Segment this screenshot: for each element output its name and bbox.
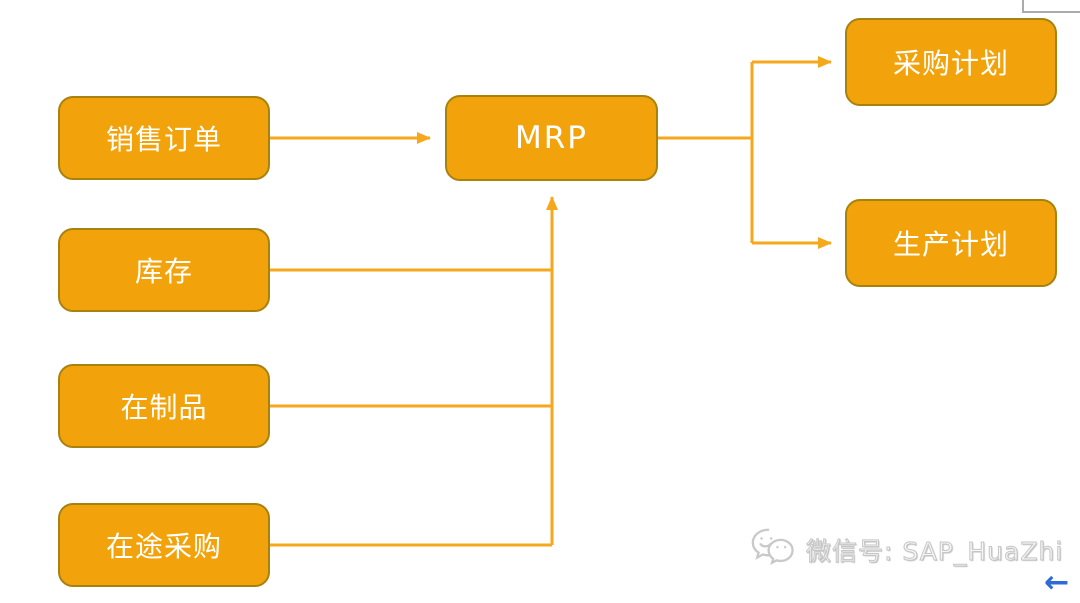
node-sales-order: 销售订单 (58, 96, 270, 180)
node-wip-label: 在制品 (120, 391, 208, 424)
node-wip: 在制品 (58, 364, 270, 448)
node-mrp-label: MRP (515, 120, 588, 156)
node-production-plan-label: 生产计划 (892, 228, 1009, 261)
node-mrp: MRP (445, 95, 658, 181)
frame-corner (1022, 0, 1080, 13)
node-inventory: 库存 (58, 228, 270, 312)
node-in-transit-purchase-label: 在途采购 (105, 530, 222, 563)
node-sales-order-label: 销售订单 (105, 123, 222, 156)
back-arrow[interactable]: ← (1044, 565, 1070, 600)
node-inventory-label: 库存 (134, 255, 193, 288)
wechat-icon (748, 524, 798, 576)
watermark: 微信号: SAP_HuaZhi (748, 524, 1063, 576)
node-in-transit-purchase: 在途采购 (58, 503, 270, 587)
watermark-text: 微信号: SAP_HuaZhi (805, 537, 1064, 567)
node-purchase-plan-label: 采购计划 (892, 47, 1009, 80)
node-purchase-plan: 采购计划 (845, 18, 1057, 106)
node-production-plan: 生产计划 (845, 199, 1057, 287)
